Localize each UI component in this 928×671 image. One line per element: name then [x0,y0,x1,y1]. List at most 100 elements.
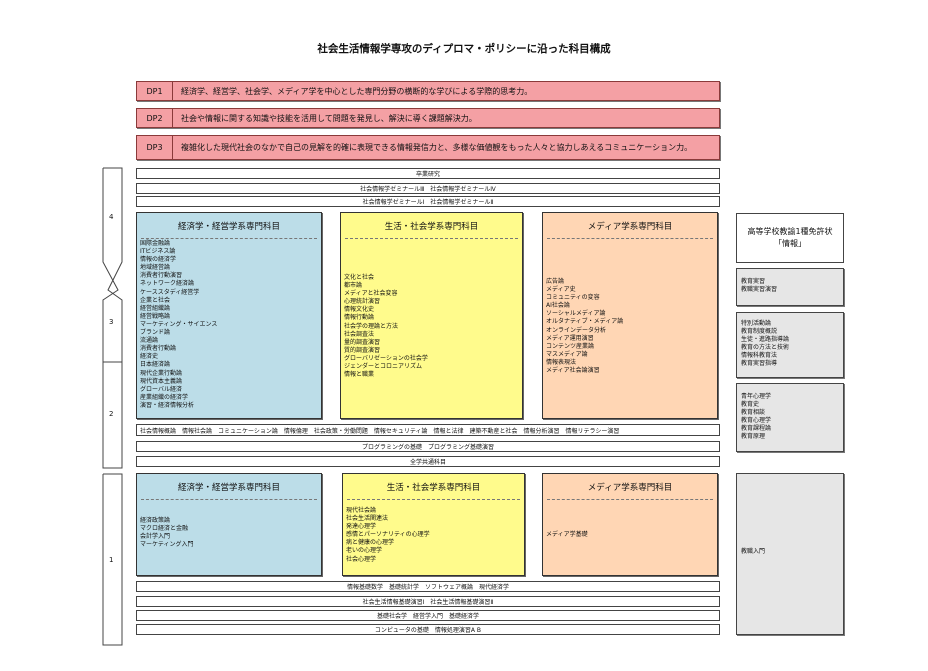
dp2-row: DP2 社会や情報に関する知識や技能を活用して問題を発見し、解決に導く課題解決力… [136,108,720,128]
upper-econ-item: ITビジネス論 [140,248,176,256]
lower-econ-item: マクロ経済と金融 [140,525,189,533]
upper-econ-item: 国際金融論 [140,240,171,247]
bar-seminar-3-4: 社会情報学ゼミナールⅢ 社会情報学ゼミナールⅣ [136,183,720,194]
upper-soc-item: 都市論 [344,282,363,290]
lower-media-list: メディア学基礎 [546,531,588,539]
year-label-3: 3 [109,318,114,326]
side-box-intro: 教職入門 [736,473,844,635]
axis-outline-upper-left [102,168,119,362]
dp1-text: 経済学、経営学、社会学、メディア学を中心とした専門分野の横断的な学びによる学際的… [181,86,533,96]
side-box-methods: 特別活動論教育制度概説生徒・進路指導論教育の方法と技術情報科教育法教育実習指導 [736,312,844,378]
license-line1: 高等学校教諭1種免許状 [747,227,833,236]
upper-econ-item: ネットワーク経済論 [140,280,195,288]
upper-econ-item: 消費者行動論 [140,345,177,353]
upper-media-item: メディア史 [546,286,576,294]
lower-soc-item: 病と健康の心理学 [346,539,395,547]
upper-media-item: 広告論 [546,278,565,285]
upper-media-item: コミュニティの変容 [546,294,600,302]
year-label-2: 2 [109,410,114,418]
upper-econ-header: 経済学・経営学系専門科目 [141,213,317,239]
upper-soc-item: 文化と社会 [344,274,375,281]
upper-econ-item: 地域経営論 [140,264,171,272]
side-box-2-item: 教育心理学 [741,417,772,425]
upper-econ-item: 演習・経済情報分析 [140,401,195,409]
side-box-1-item: 生徒・進路指導論 [741,336,790,344]
upper-media-item: 情報表現法 [546,358,577,366]
side-box-2-item: 青年心理学 [741,393,772,400]
side-box-1-item: 教育実習指導 [741,360,778,368]
dp3-code: DP3 [137,136,173,159]
upper-media-item: ソーシャルメディア論 [546,310,606,318]
side-box-0-item: 教職実習演習 [741,286,778,294]
bar-university-common: 全学共通科目 [136,456,720,467]
lower-soc-item: 社会心理学 [346,555,377,563]
bar-computer-basics: コンピュータの基礎 情報処理演習A B [136,624,720,635]
lower-econ-box: 経済学・経営学系専門科目 経済政策論マクロ経済と金融会計学入門マーケティング入門 [136,473,322,576]
upper-econ-item: 流通論 [140,337,159,345]
lower-media-item: メディア学基礎 [546,531,588,538]
dp1-row: DP1 経済学、経営学、社会学、メディア学を中心とした専門分野の横断的な学びによ… [136,81,720,101]
upper-econ-item: 日本経済論 [140,361,171,369]
lower-econ-header: 経済学・経営学系専門科目 [141,474,317,500]
dp2-code: DP2 [137,109,173,127]
bar-seminar-1-2: 社会情報学ゼミナールⅠ 社会情報学ゼミナールⅡ [136,196,720,207]
upper-soc-item: 情報文化史 [344,306,375,314]
upper-soc-item: 心理統計演習 [344,298,381,306]
upper-econ-item: 現代資本主義論 [140,377,183,385]
upper-soc-item: 質的調査演習 [344,346,381,354]
upper-media-item: オルタナティブ・メディア論 [546,318,624,326]
lower-econ-item: マーケティング入門 [140,541,194,549]
upper-soc-box: 生活・社会学系専門科目 文化と社会都市論メディアと社会変容心理統計演習情報文化史… [340,212,523,419]
upper-media-item: コンテンツ産業論 [546,342,595,350]
side-box-3-item: 教職入門 [741,548,766,555]
side-box-practice-list: 教育実習教職実習演習 [741,278,777,294]
upper-econ-item: 経済史 [140,353,159,361]
upper-soc-item: グローバリゼーションの社会学 [344,354,428,362]
side-box-psychology-list: 青年心理学教育史教育相談教育心理学教育課程論教育原理 [741,393,771,442]
side-box-2-item: 教育史 [741,401,760,409]
upper-econ-item: 経営組織論 [140,304,171,312]
upper-soc-item: 量的調査演習 [344,338,381,346]
upper-media-item: メディア運用演習 [546,334,594,342]
upper-econ-item: マーケティング・サイエンス [140,320,218,328]
upper-soc-item: 社会学の理論と方法 [344,322,399,330]
bar-foundation-math: 情報基礎数学 基礎統計学 ソフトウェア概論 現代経済学 [136,581,720,592]
dp2-text: 社会や情報に関する知識や技能を活用して問題を発見し、解決に導く課題解決力。 [181,113,477,123]
upper-soc-item: 情報と職業 [344,371,375,379]
side-box-1-item: 特別活動論 [741,320,772,327]
lower-econ-item: 会計学入門 [140,533,171,541]
license-line2: 「情報」 [774,239,806,248]
lower-soc-header: 生活・社会学系専門科目 [347,474,520,500]
side-box-methods-list: 特別活動論教育制度概説生徒・進路指導論教育の方法と技術情報科教育法教育実習指導 [741,320,789,369]
upper-econ-item: ケーススタディ経営学 [140,288,200,296]
side-box-1-item: 教育制度概説 [741,328,778,336]
dp3-row: DP3 複雑化した現代社会のなかで自己の見解を的確に表現できる情報発信力と、多様… [136,135,720,160]
year-label-4: 4 [109,213,114,221]
upper-econ-item: 産業組織の経済学 [140,393,189,401]
lower-soc-list: 現代社会論社会生活関連法発達心理学感情とパーソナリティの心理学病と健康の心理学老… [346,507,430,564]
bar-common-foundation: 社会情報概論 情報社会論 コミュニケーション論 情報倫理 社会政策・労働問題 情… [136,424,720,436]
side-box-2-item: 教育課程論 [741,425,772,433]
upper-econ-item: 企業と社会 [140,296,171,304]
side-box-psychology: 青年心理学教育史教育相談教育心理学教育課程論教育原理 [736,383,844,452]
upper-soc-list: 文化と社会都市論メディアと社会変容心理統計演習情報文化史情報行動論社会学の理論と… [344,274,428,379]
upper-media-item: マスメディア論 [546,350,588,358]
lower-soc-item: 現代社会論 [346,507,377,514]
side-box-1-item: 教育の方法と技術 [741,344,790,352]
bar-programming: プログラミングの基礎 プログラミング基礎演習 [136,441,720,452]
upper-soc-item: 情報行動論 [344,314,375,322]
upper-soc-item: 社会調査法 [344,330,375,338]
upper-media-header: メディア学系専門科目 [547,213,713,239]
side-box-2-item: 教育相談 [741,409,766,417]
lower-econ-item: 経済政策論 [140,517,171,524]
upper-media-item: メディア社会論演習 [546,367,600,375]
lower-soc-item: 感情とパーソナリティの心理学 [346,531,430,539]
upper-soc-header: 生活・社会学系専門科目 [345,213,518,239]
side-box-0-item: 教育実習 [741,278,766,285]
dp1-code: DP1 [137,82,173,100]
upper-econ-item: ブランド論 [140,329,171,337]
axis-outline-year2 [102,361,123,469]
